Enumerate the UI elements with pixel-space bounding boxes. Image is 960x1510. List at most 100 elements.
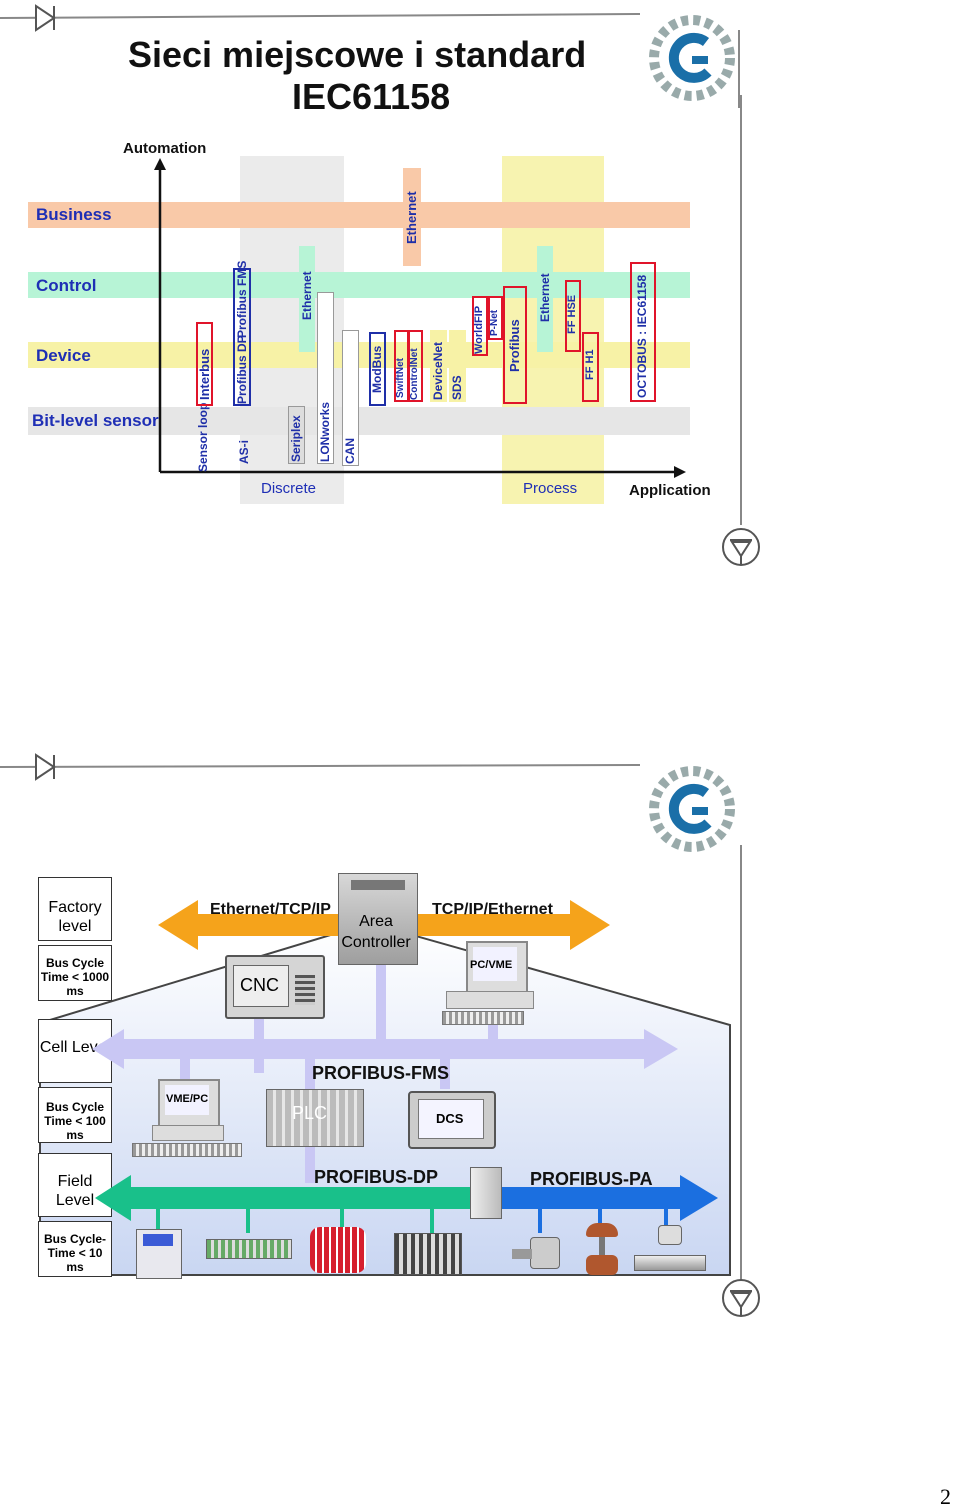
x-label-discrete: Discrete — [261, 480, 317, 497]
vme-pc-label: VME/PC — [166, 1093, 209, 1105]
ethernet-top-box — [403, 168, 421, 266]
connector-pcvme — [488, 1015, 498, 1045]
cell-cycle-label: Bus Cycle Time < 100 ms — [44, 1100, 106, 1142]
dp-pa-coupler — [470, 1167, 502, 1219]
connector-vmepc — [180, 1045, 190, 1083]
cnc-screen — [233, 965, 289, 1007]
field-device-flowmeter-tube — [634, 1255, 706, 1271]
slide-1: Sieci miejscowe i standard IEC61158 Auto… — [0, 0, 960, 600]
slide-1-title-line-1: Sieci miejscowe i standard — [128, 34, 587, 75]
field-device-pump — [512, 1231, 562, 1271]
vme-pc-base — [152, 1125, 224, 1141]
ff-hse-label: FF HSE — [566, 294, 578, 334]
profibus-dp-label: Profibus DP — [235, 335, 249, 404]
cell-cycle-box: Bus Cycle Time < 100 ms — [38, 1087, 112, 1143]
profibus-fms-label: Profibus FMS — [235, 260, 249, 338]
cell-bus-arrow — [92, 1029, 678, 1069]
connector-dcs — [440, 1045, 450, 1089]
dcs-label: DCS — [436, 1111, 464, 1126]
cnc-device — [225, 955, 325, 1019]
connector-cell-field — [305, 1145, 315, 1183]
area-controller-vent — [351, 880, 405, 890]
interbus-box — [196, 322, 213, 406]
factory-level-box: Factory level — [38, 877, 112, 941]
vme-pc-keyboard — [132, 1143, 242, 1157]
field-drop-7 — [664, 1209, 668, 1233]
sds-box — [449, 330, 466, 402]
controlnet-label: ControlNet — [409, 348, 420, 400]
cell-level-label: Cell Level — [39, 1039, 111, 1056]
field-drop-5 — [538, 1209, 542, 1233]
modbus-box — [369, 332, 386, 406]
field-device-pump-pipe — [512, 1249, 532, 1259]
octobus-box — [630, 262, 656, 402]
slide-2-footer-symbol-icon — [722, 1279, 760, 1317]
field-device-hmi — [136, 1229, 182, 1279]
slide-1-header-decoration — [0, 4, 641, 32]
dcs-device — [408, 1091, 496, 1149]
field-device-valve — [580, 1223, 624, 1279]
ff-h1-box — [582, 332, 599, 402]
field-device-drive — [310, 1227, 366, 1273]
devicenet-box — [430, 330, 447, 402]
slide-2-right-rule — [740, 845, 742, 1285]
slide-1-footer-symbol-icon — [722, 528, 760, 566]
profibus-dp-arrow — [95, 1175, 473, 1221]
profibus-dp-box — [233, 268, 251, 406]
pc-vme-device — [440, 941, 536, 1031]
ethernet-mid-label: Ethernet — [300, 271, 314, 320]
logo-icon — [649, 15, 740, 108]
ethernet-mid-box — [299, 246, 315, 352]
pc-vme-screen — [473, 947, 517, 981]
sds-label: SDS — [450, 375, 464, 400]
business-band — [28, 202, 690, 228]
controlnet-box — [408, 330, 423, 402]
device-label: Device — [36, 346, 91, 365]
ethernet-tcpip-label: Ethernet/TCP/IP — [210, 901, 331, 918]
field-drop-1 — [156, 1209, 160, 1233]
profibus-pa-arrow — [475, 1175, 718, 1221]
business-label: Business — [36, 205, 112, 224]
sensor-loop-label: Sensor loop — [196, 402, 210, 472]
slide-1-right-rule — [740, 95, 742, 525]
modbus-label: ModBus — [370, 345, 384, 393]
field-drop-6 — [598, 1209, 602, 1233]
plc-label: PLC — [292, 1103, 328, 1123]
field-device-valve-stem — [599, 1237, 605, 1257]
pnet-box — [488, 296, 503, 340]
pc-vme-label: PC/VME — [470, 959, 513, 971]
lonworks-label: LONworks — [318, 401, 332, 462]
ethernet-top-label: Ethernet — [404, 191, 419, 244]
profibus-dp-label: PROFIBUS-DP — [314, 1167, 439, 1187]
ff-h1-label: FF H1 — [584, 349, 596, 380]
field-drop-2 — [246, 1209, 250, 1233]
x-label-application: Application — [629, 482, 711, 499]
connector-plc — [305, 1045, 315, 1089]
area-controller — [338, 873, 418, 965]
field-device-flowmeter — [634, 1225, 706, 1279]
field-cycle-box: Bus Cycle- Time < 10 ms — [38, 1221, 112, 1277]
slide-2-header-decoration — [0, 753, 641, 781]
can-label: CAN — [343, 438, 357, 464]
vme-pc-device — [132, 1079, 242, 1159]
x-label-process: Process — [523, 480, 578, 497]
page-number: 2 — [940, 1484, 951, 1509]
profibus-fms-label: PROFIBUS-FMS — [312, 1063, 449, 1083]
ethernet-right-box — [537, 246, 553, 352]
field-device-flowmeter-head — [658, 1225, 682, 1245]
seriplex-label: Seriplex — [289, 415, 303, 462]
field-level-box: Field Level — [38, 1153, 112, 1217]
worldfip-box — [472, 296, 488, 356]
lonworks-box — [317, 292, 334, 464]
field-device-valve-body — [586, 1255, 618, 1275]
swiftnet-label: SwiftNet — [395, 358, 406, 398]
field-device-valve-actuator — [586, 1223, 618, 1237]
worldfip-label: WorldFIP — [473, 305, 485, 354]
y-axis-label: Automation — [123, 140, 207, 157]
axes — [154, 158, 686, 478]
vme-pc-screen — [165, 1085, 209, 1115]
tcpip-ethernet-label: TCP/IP/Ethernet — [432, 901, 553, 918]
pnet-label: P-Net — [489, 309, 500, 336]
bitlevel-band — [28, 407, 690, 435]
asi-label: AS-i — [237, 440, 251, 464]
